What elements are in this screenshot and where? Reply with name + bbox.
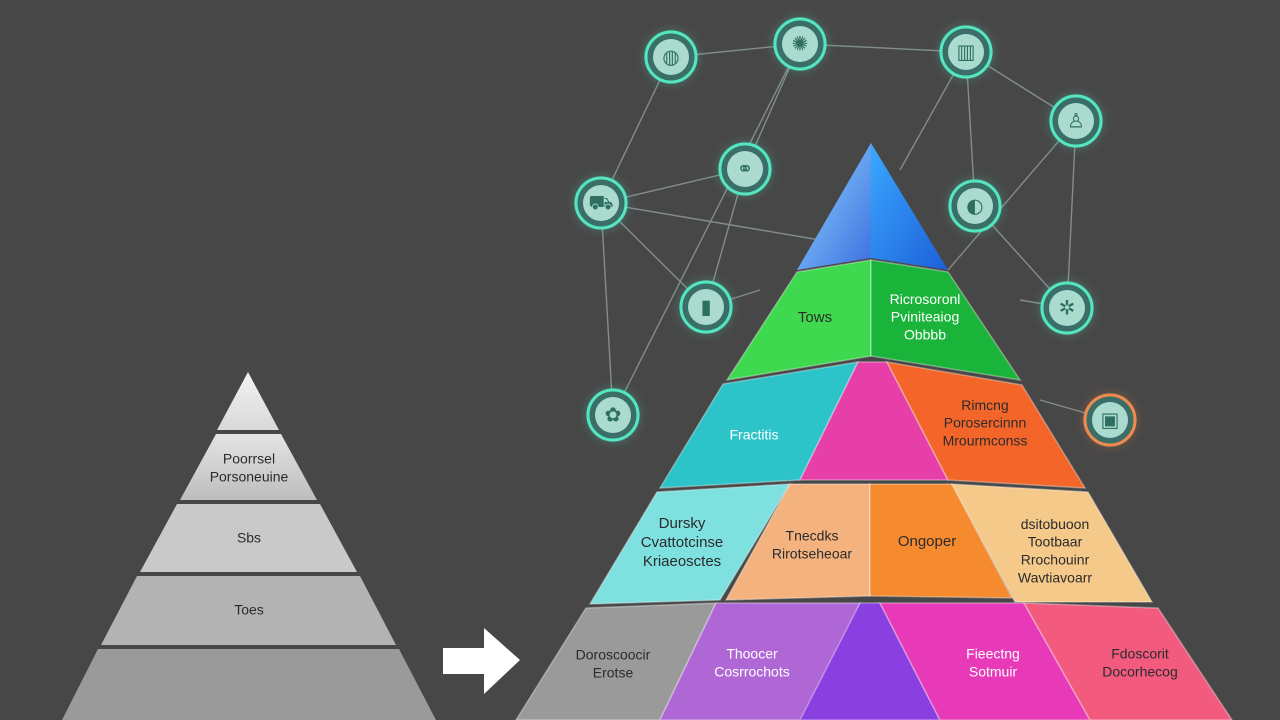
puzzle-icon: ✿ — [586, 388, 640, 442]
left-pyramid-tier — [140, 504, 357, 572]
pyramid-apex-left — [797, 143, 871, 270]
right-facet-label: Rirotseheoar — [772, 546, 852, 562]
node-glyph: ⛟ — [588, 191, 613, 215]
right-colored-pyramid: Tows RicrosoronlPviniteaiogObbbbFractitis… — [515, 143, 1233, 720]
right-facet-label: Doroscoocir — [576, 647, 651, 663]
node-core — [1058, 103, 1094, 139]
right-facet-label: Sotmuir — [969, 664, 1018, 680]
right-facet-label: Ongoper — [898, 533, 956, 550]
right-pyramid-facet — [1022, 602, 1233, 720]
right-facet-label: Wavtiavoarr — [1018, 570, 1093, 586]
globe-icon: ◍ — [644, 30, 698, 84]
image-icon: ▣ — [1083, 393, 1137, 447]
node-core — [1049, 290, 1085, 326]
left-pyramid-tier — [217, 372, 279, 430]
right-facet-label: Fieectng — [966, 646, 1020, 662]
right-pyramid-facet — [885, 361, 1087, 489]
left-tier-label: Sbs — [237, 530, 261, 546]
node-glyph: ✿ — [605, 403, 622, 427]
node-glyph: ▥ — [957, 40, 976, 64]
network-link — [600, 202, 614, 416]
node-glyph: ▣ — [1101, 408, 1120, 432]
building-icon: ▥ — [939, 25, 993, 79]
network-link — [1066, 120, 1077, 309]
right-pyramid-facet — [588, 483, 792, 605]
right-facet-label: Rimcng — [961, 397, 1008, 413]
right-facet-label: Ricrosoronl — [890, 291, 961, 307]
right-facet-label: Rrochouinr — [1021, 552, 1090, 568]
right-facet-label: Dursky — [659, 515, 706, 532]
person-icon: ♙ — [1049, 94, 1103, 148]
right-facet-label: Erotse — [593, 665, 634, 681]
bar-chart-icon: ▮ — [679, 280, 733, 334]
node-glyph: ✺ — [792, 32, 809, 56]
right-facet-label: Thoocer — [726, 646, 778, 662]
right-facet-label: Cosrrochots — [714, 664, 789, 680]
right-facet-label: Obbbb — [904, 327, 946, 343]
node-glyph: ✲ — [1059, 296, 1076, 320]
network-link — [612, 43, 801, 416]
right-facet-label: Tows — [798, 309, 832, 326]
right-facet-label: Mrourmconss — [943, 433, 1028, 449]
cart-icon: ⛟ — [574, 176, 628, 230]
right-facet-label: Porosercinnn — [944, 415, 1027, 431]
right-pyramid-facet — [659, 602, 862, 720]
network-link — [947, 120, 1077, 271]
right-facet-label: Cvattotcinse — [641, 534, 724, 551]
network-link — [799, 43, 967, 53]
node-glyph: ◍ — [662, 45, 679, 69]
right-facet-label: dsitobuoon — [1021, 516, 1090, 532]
world-icon: ◐ — [948, 179, 1002, 233]
right-facet-label: Fdoscorit — [1111, 646, 1169, 662]
right-facet-label: Kriaeosctes — [643, 553, 721, 570]
network-nodes: ◍ ✺ ▥ ♙ ⚭ ◐ ⛟ ▮ ✲ ✿ ▣ — [574, 17, 1137, 447]
right-facet-label: Docorhecog — [1102, 664, 1178, 680]
node-glyph: ♙ — [1067, 109, 1085, 133]
right-pyramid-facet — [878, 602, 1091, 720]
right-pyramid-facet — [799, 602, 941, 720]
left-pyramid-tier — [62, 649, 436, 720]
pyramid-apex-right — [871, 143, 948, 270]
node-glyph: ▮ — [700, 295, 711, 319]
node-core — [957, 188, 993, 224]
right-pyramid-facet — [869, 483, 1014, 599]
left-pyramid-tier — [180, 434, 317, 500]
left-tier-label: Poorrsel — [223, 451, 275, 467]
node-core — [595, 397, 631, 433]
gear-network-icon: ✺ — [773, 17, 827, 71]
node-core — [653, 39, 689, 75]
node-core — [1092, 402, 1128, 438]
network-link — [600, 202, 821, 241]
left-tier-label: Toes — [234, 602, 264, 618]
node-core — [727, 151, 763, 187]
team-icon: ✲ — [1040, 281, 1094, 335]
right-pyramid-facet — [950, 483, 1154, 603]
left-pyramid-tier — [101, 576, 396, 645]
left-tier-label: Porsoneuine — [210, 469, 289, 485]
right-facet-label: Tootbaar — [1028, 534, 1083, 550]
node-core — [782, 26, 818, 62]
right-facet-label: Fractitis — [730, 427, 779, 443]
right-pyramid-facet — [870, 259, 1022, 382]
right-facet-label: Tnecdks — [786, 528, 839, 544]
node-glyph: ◐ — [966, 194, 983, 218]
node-core — [948, 34, 984, 70]
node-glyph: ⚭ — [737, 157, 754, 181]
right-pyramid-facet — [515, 602, 718, 720]
arrow-shape — [443, 628, 520, 694]
handshake-icon: ⚭ — [718, 142, 772, 196]
node-core — [688, 289, 724, 325]
node-core — [583, 185, 619, 221]
right-arrow-icon — [443, 628, 520, 694]
right-facet-label: Pviniteaiog — [891, 309, 960, 325]
